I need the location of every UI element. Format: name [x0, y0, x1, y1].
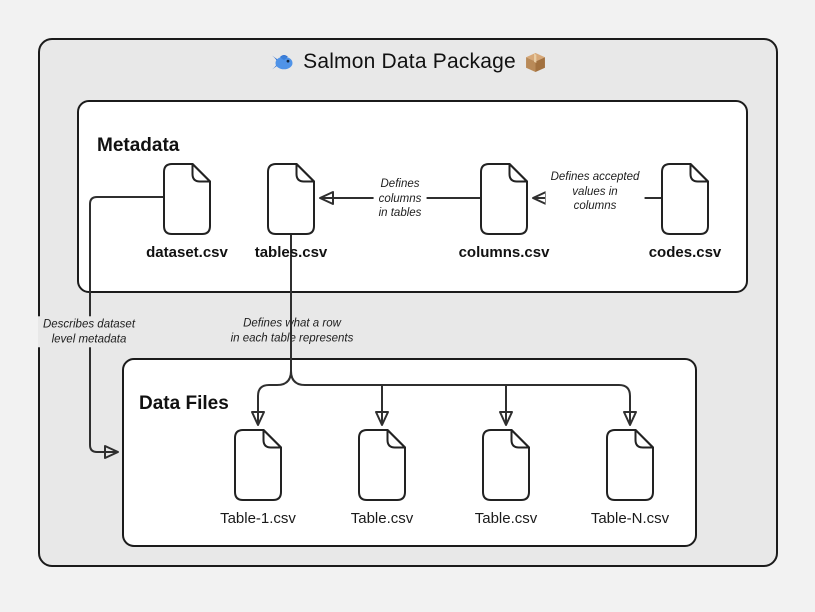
- file-node-columns-csv: columns.csv: [456, 163, 552, 261]
- file-label-codes-csv: codes.csv: [648, 244, 722, 261]
- diagram-title-text: Salmon Data Package: [303, 50, 516, 73]
- file-label-table-n-csv: Table-N.csv: [590, 510, 670, 527]
- diagram-title: Salmon Data Package: [38, 50, 778, 74]
- file-icon: [163, 163, 211, 235]
- package-icon: [525, 52, 546, 73]
- file-icon: [482, 429, 530, 501]
- edge-label-columns-to-tables: Defines columns in tables: [373, 175, 427, 223]
- file-label-table-csv-b: Table.csv: [474, 510, 538, 527]
- file-icon: [234, 429, 282, 501]
- file-node-table-1-csv: Table-1.csv: [210, 429, 306, 527]
- metadata-heading: Metadata: [97, 135, 180, 156]
- edge-label-dataset-to-datafiles: Describes dataset level metadata: [37, 316, 141, 348]
- fish-icon: [270, 53, 294, 72]
- file-icon: [661, 163, 709, 235]
- file-label-tables-csv: tables.csv: [254, 244, 328, 261]
- file-icon: [358, 429, 406, 501]
- file-label-table-csv-a: Table.csv: [350, 510, 414, 527]
- file-node-codes-csv: codes.csv: [637, 163, 733, 261]
- file-node-table-csv-b: Table.csv: [458, 429, 554, 527]
- file-icon: [267, 163, 315, 235]
- file-node-table-csv-a: Table.csv: [334, 429, 430, 527]
- datafiles-heading: Data Files: [139, 393, 229, 414]
- file-label-columns-csv: columns.csv: [458, 244, 550, 261]
- edge-label-codes-to-columns: Defines accepted values in columns: [545, 168, 645, 216]
- file-icon: [606, 429, 654, 501]
- file-node-table-n-csv: Table-N.csv: [582, 429, 678, 527]
- edge-label-tables-to-datafiles: Defines what a row in each table represe…: [230, 317, 354, 344]
- file-node-tables-csv: tables.csv: [243, 163, 339, 261]
- file-label-table-1-csv: Table-1.csv: [220, 510, 296, 527]
- file-icon: [480, 163, 528, 235]
- file-node-dataset-csv: dataset.csv: [139, 163, 235, 261]
- file-label-dataset-csv: dataset.csv: [146, 244, 228, 261]
